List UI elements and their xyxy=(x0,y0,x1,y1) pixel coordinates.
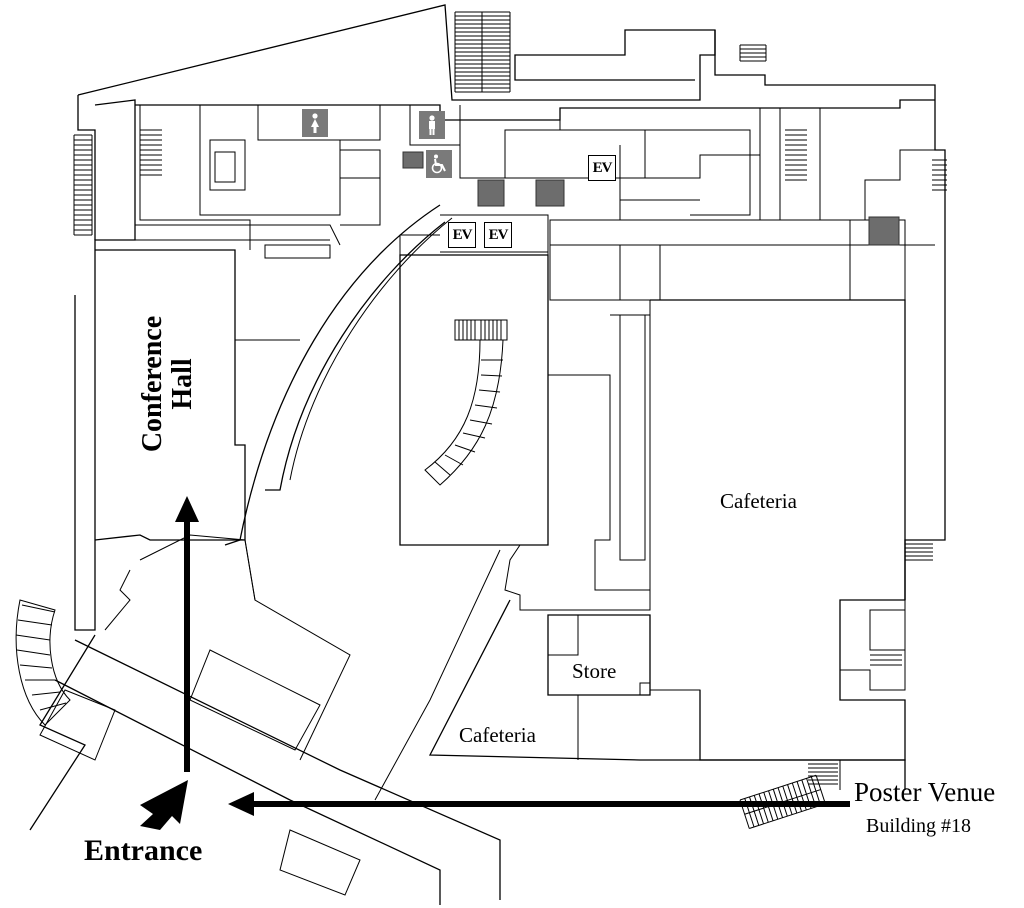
building-walls xyxy=(29,4,946,905)
conference-hall-label: Conference Hall xyxy=(137,315,198,453)
male-restroom-icon xyxy=(419,111,445,139)
service-shafts xyxy=(402,151,900,246)
wheelchair-icon xyxy=(426,150,452,178)
elevator-sign: EV xyxy=(588,155,616,181)
entrance-arrow xyxy=(140,780,188,830)
poster-venue-label: Poster Venue xyxy=(854,777,996,807)
poster-building-label: Building #18 xyxy=(866,815,972,837)
conference-hall-label-line1: Conference xyxy=(137,315,168,453)
conference-hall-label-line2: Hall xyxy=(167,358,198,410)
route-arrows xyxy=(140,496,850,830)
entrance-label: Entrance xyxy=(84,834,203,867)
route-arrow-north-head xyxy=(175,496,199,522)
elevator-sign: EV xyxy=(484,222,512,248)
store-label: Store xyxy=(572,659,617,683)
elevator-sign: EV xyxy=(448,222,476,248)
female-restroom-icon xyxy=(302,109,328,137)
stairs xyxy=(15,11,947,830)
cafeteria-main-label: Cafeteria xyxy=(720,489,797,513)
route-arrow-west-head xyxy=(228,792,254,816)
cafeteria-lower-label: Cafeteria xyxy=(459,723,536,747)
